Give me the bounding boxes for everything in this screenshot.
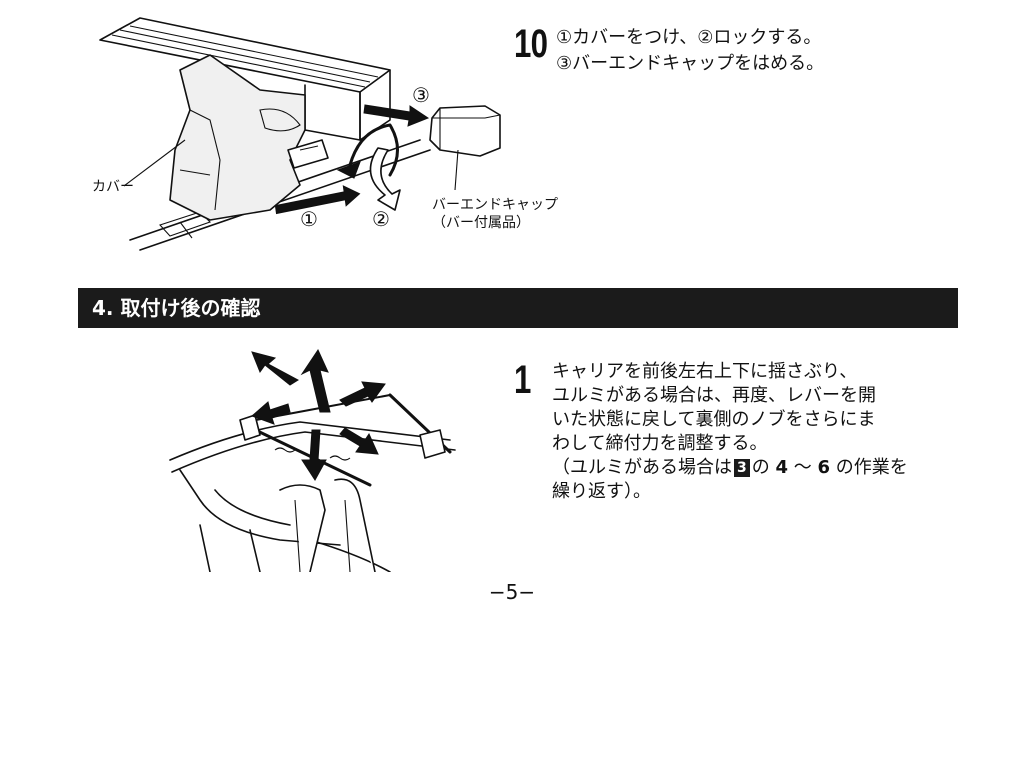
cover-endcap-illustration [99,17,501,251]
page-number: −5− [488,580,536,604]
step1-note-prefix: （ユルミがある場合は [552,457,732,478]
step1-line3: いた状態に戻して裏側のノブをさらにま [552,409,876,430]
step10-line2: ③バーエンドキャップをはめる。 [556,53,825,74]
section-heading: 4. 取付け後の確認 [78,288,958,328]
callout-2: ② [372,207,390,231]
step1-line1: キャリアを前後左右上下に揺さぶり、 [552,361,858,382]
shake-check-illustration [169,348,456,572]
step10-line1: ①カバーをつけ、②ロックする。 [556,27,822,48]
step1-note-num-b: 6 [817,457,831,478]
callout-1: ① [300,207,318,231]
step1-note-tilde: 〜 [793,457,812,478]
step-reference-badge: 3 [734,459,750,477]
step-number-10: 10 [514,22,548,66]
step-number-1: 1 [514,358,531,402]
step1-line4: わして締付力を調整する。 [552,433,768,454]
callout-3: ③ [412,83,430,107]
step1-note-mid1: の [751,457,770,478]
endcap-label-note: （バー付属品） [432,215,530,231]
cover-label: カバー [92,179,134,195]
section-title: 4. 取付け後の確認 [92,296,261,320]
step1-line2: ユルミがある場合は、再度、レバーを開 [552,385,876,406]
step1-note-num-a: 4 [775,457,789,478]
step1-note-mid2: の作業を [835,457,908,478]
endcap-label: バーエンドキャップ [432,197,558,213]
step1-note-last: 繰り返す）。 [552,481,651,502]
